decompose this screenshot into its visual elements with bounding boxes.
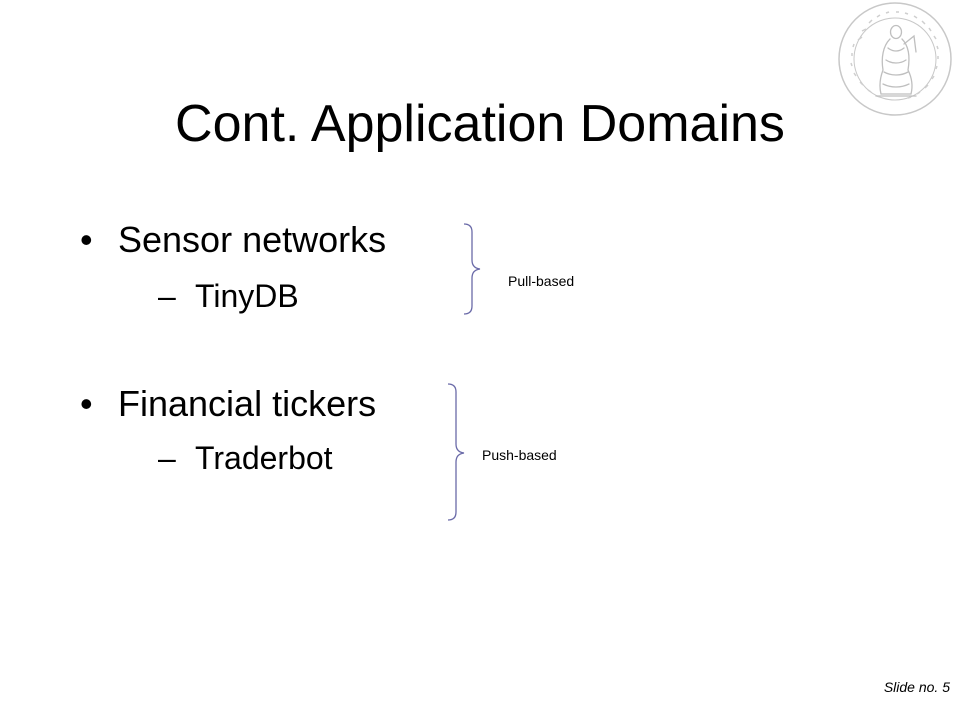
brace-label-pull: Pull-based (508, 273, 575, 289)
slide-title: Cont. Application Domains (175, 95, 785, 153)
university-seal-icon (838, 2, 952, 116)
slide-number: Slide no. 5 (883, 679, 950, 695)
bullet-text: Sensor networks (118, 219, 387, 260)
sub-bullet-marker: – (158, 278, 176, 314)
bullet-marker: • (80, 219, 93, 260)
brace-label-push: Push-based (482, 447, 557, 463)
sub-bullet-text: TinyDB (195, 278, 299, 314)
sub-bullet-marker: – (158, 440, 176, 476)
brace-push (447, 383, 465, 521)
bullet-marker: • (80, 383, 93, 424)
sub-bullet-tinydb: – TinyDB (158, 276, 299, 316)
bullet-sensor-networks: • Sensor networks (80, 218, 387, 262)
bullet-text: Financial tickers (118, 383, 377, 424)
sub-bullet-traderbot: – Traderbot (158, 438, 333, 478)
sub-bullet-text: Traderbot (195, 440, 333, 476)
brace-pull (463, 223, 481, 315)
bullet-financial-tickers: • Financial tickers (80, 382, 377, 426)
